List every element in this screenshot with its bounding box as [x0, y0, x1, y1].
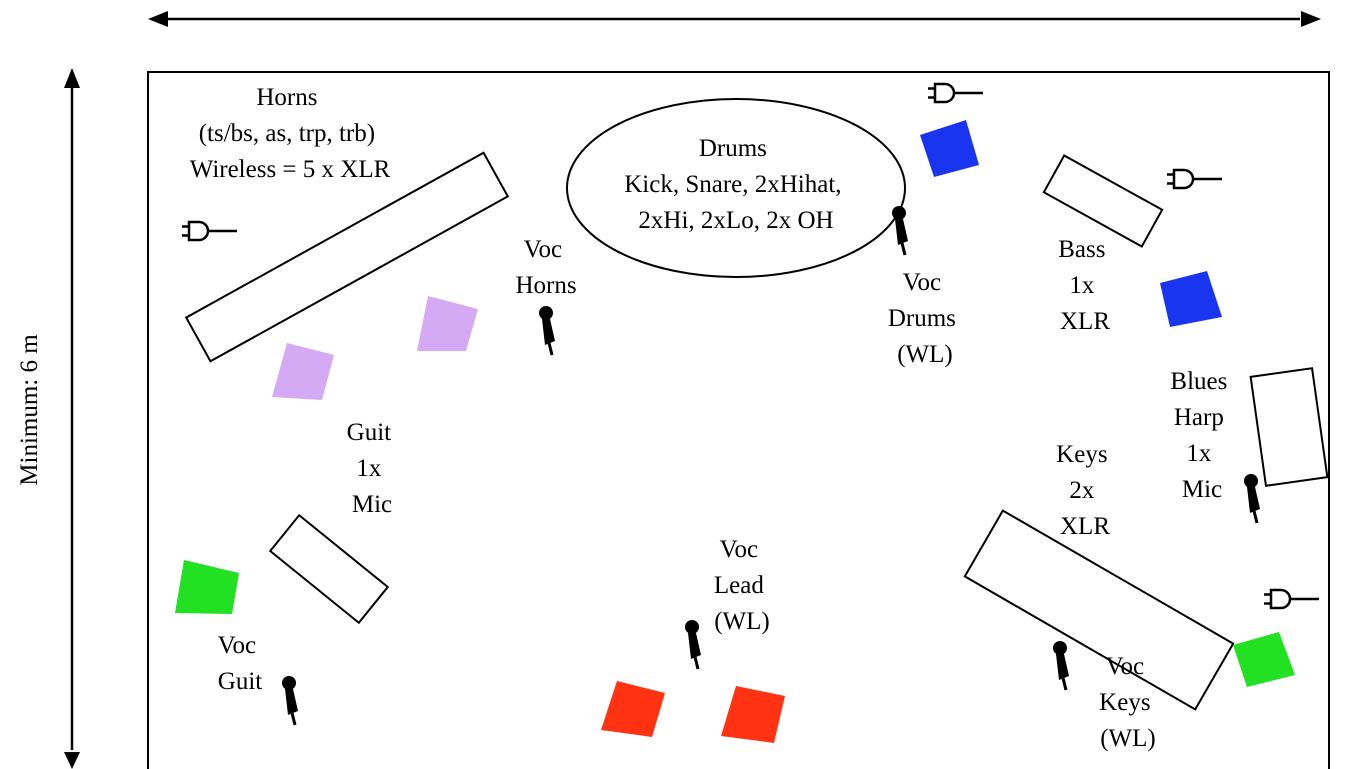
drum-riser [566, 98, 906, 278]
monitor-wedge-horns-1 [417, 296, 478, 351]
monitor-wedge-guitar [175, 560, 239, 614]
voc-lead-label: Voc Lead (WL) [714, 536, 770, 635]
blues-harp-label: Blues Harp 1x Mic [1170, 368, 1233, 503]
microphone-icon [537, 304, 557, 357]
microphone-icon [1051, 639, 1071, 692]
microphone-icon [683, 618, 703, 671]
microphone-icon [280, 674, 300, 727]
power-plug-icon [926, 82, 985, 104]
blues-harp-amp [1249, 367, 1329, 487]
voc-drums-label: Voc Drums (WL) [888, 269, 962, 368]
bass-amp [1042, 154, 1164, 248]
horns-riser [184, 151, 510, 363]
monitor-wedge-lead-2 [721, 686, 785, 743]
microphone-icon [890, 204, 910, 257]
power-plug-icon [180, 220, 239, 242]
guitar-label: Guit 1x Mic [347, 419, 398, 518]
depth-dimension-label: Minimum: 6 m [16, 334, 43, 486]
power-plug-icon [1262, 588, 1321, 610]
guitar-amp [268, 513, 390, 625]
monitor-wedge-drums [920, 120, 979, 177]
horns-label: Horns (ts/bs, as, trp, trb) Wireless = 5… [190, 84, 391, 183]
power-plug-icon [1165, 168, 1224, 190]
drums-label: Drums Kick, Snare, 2xHihat, 2xHi, 2xLo, … [624, 135, 848, 234]
width-dimension-arrow [148, 11, 1321, 27]
monitor-wedge-bass [1160, 271, 1222, 327]
voc-horns-label: Voc Horns [515, 236, 576, 299]
voc-guitar-label: Voc Guit [218, 632, 263, 695]
keys-stand [963, 509, 1235, 711]
microphone-icon [1242, 472, 1262, 525]
keys-label: Keys 2x XLR [1056, 441, 1114, 540]
monitor-wedge-horns-2 [272, 343, 334, 400]
monitor-wedge-lead-1 [601, 681, 665, 737]
voc-keys-label: Voc Keys (WL) [1099, 653, 1157, 752]
stage-outline [147, 71, 1330, 769]
depth-dimension-arrow [64, 68, 80, 769]
bass-label: Bass 1x XLR [1058, 236, 1111, 335]
monitor-wedge-keys [1233, 632, 1295, 687]
